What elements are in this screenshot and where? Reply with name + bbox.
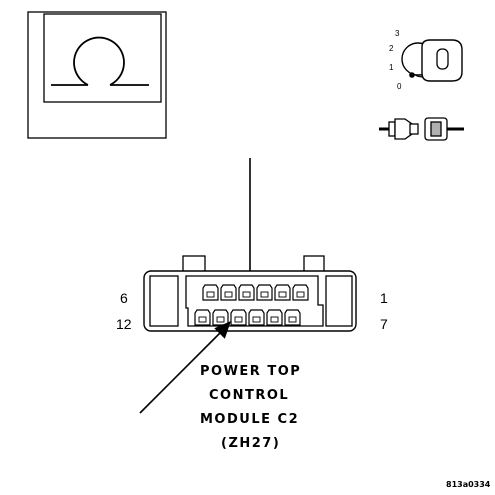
- ignition-key-icon: 3 2 1 0: [389, 29, 463, 91]
- caption-line-2: CONTROL: [209, 388, 289, 403]
- pin-label-bottom-left: 12: [116, 316, 132, 332]
- top-row-pin-1: [202, 284, 219, 301]
- key-position-2: 2: [389, 44, 394, 53]
- bottom-row-pin-6: [284, 309, 301, 326]
- caption-line-4: (ZH27): [221, 436, 280, 451]
- top-row-pin-5: [274, 284, 291, 301]
- pin-label-top-left: 6: [120, 290, 128, 306]
- bottom-row-pin-4: [248, 309, 265, 326]
- connector-top-row-pins: [202, 284, 309, 301]
- bottom-row-pin-1: [194, 309, 211, 326]
- bottom-row-pin-3: [230, 309, 247, 326]
- bottom-row-pin-5: [266, 309, 283, 326]
- ohmmeter-omega-icon: [51, 36, 149, 86]
- top-row-pin-2: [220, 284, 237, 301]
- caption-line-3: MODULE C2: [200, 412, 299, 427]
- probe-arrow-bottom-row: [139, 321, 231, 414]
- top-row-pin-3: [238, 284, 255, 301]
- connector-bottom-row-pins: [194, 309, 301, 326]
- pin-label-top-right: 1: [380, 290, 388, 306]
- connector-caption: POWER TOP CONTROL MODULE C2 (ZH27): [200, 364, 301, 451]
- key-position-3: 3: [395, 29, 400, 38]
- bottom-row-pin-2: [212, 309, 229, 326]
- ohmmeter-panel: [27, 11, 167, 139]
- top-row-pin-4: [256, 284, 273, 301]
- pin-label-bottom-right: 7: [380, 316, 388, 332]
- power-top-control-module-connector: [143, 255, 357, 332]
- key-position-1: 1: [389, 63, 394, 72]
- caption-line-1: POWER TOP: [200, 364, 301, 379]
- top-row-pin-6: [292, 284, 309, 301]
- figure-id: 813a0334: [446, 480, 491, 489]
- connector-disconnected-icon: [379, 117, 464, 141]
- ohmmeter-display: [43, 13, 162, 103]
- key-position-0: 0: [397, 82, 402, 91]
